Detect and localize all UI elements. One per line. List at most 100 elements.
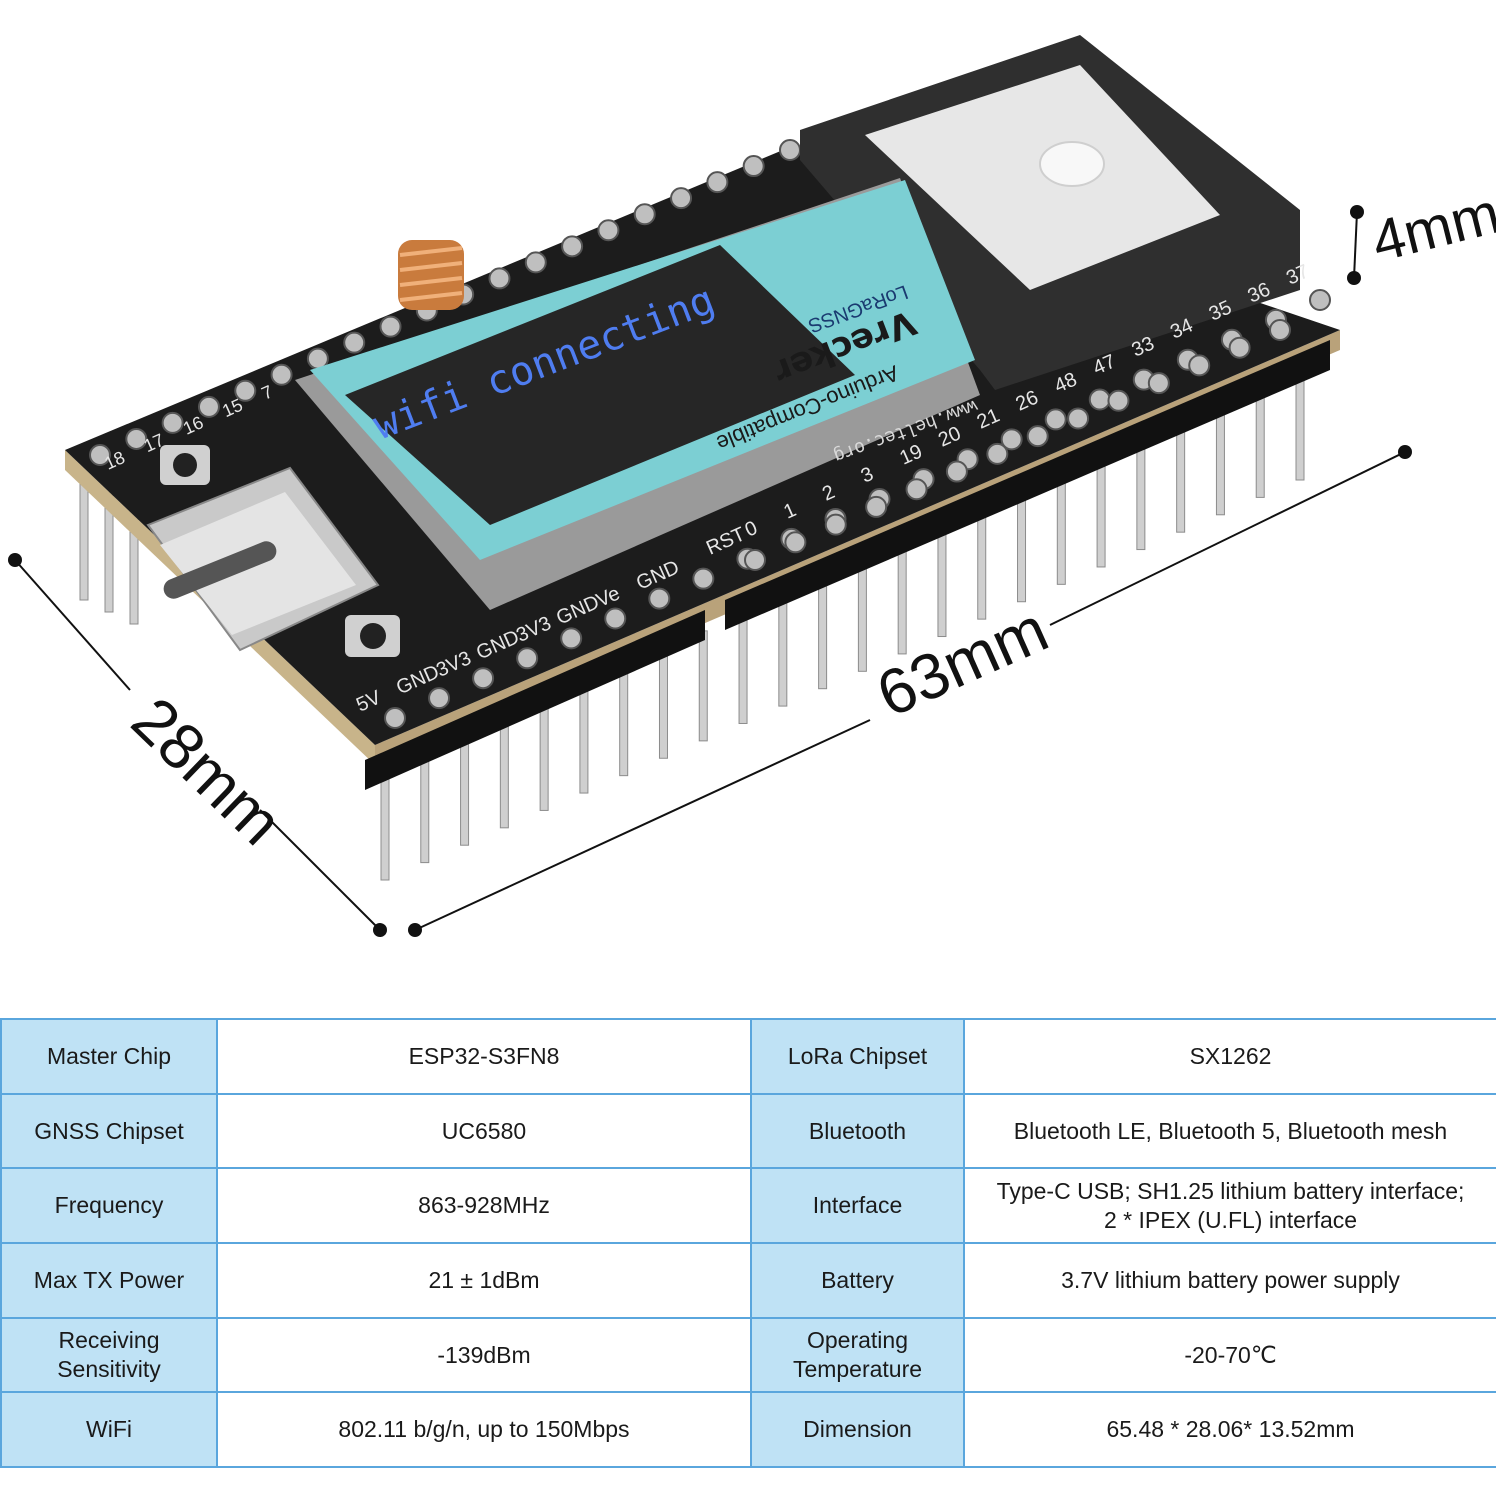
pin-pad [472,667,495,690]
pin-pad [1044,408,1067,431]
pin-pad [524,251,547,274]
spec-value: Bluetooth LE, Bluetooth 5, Bluetooth mes… [963,1092,1496,1170]
pin-pad [560,627,583,650]
spec-value: SX1262 [963,1018,1496,1095]
user-button [345,615,400,657]
header-pin [897,543,907,655]
header-pin [1176,421,1186,533]
pin-pad [197,395,220,418]
spec-value: 3.7V lithium battery power supply [963,1241,1496,1319]
spec-value: ESP32-S3FN8 [216,1018,752,1095]
pin-pad [1188,354,1211,377]
usb-c-port [146,466,380,652]
pin-pad [1000,428,1023,451]
spec-label: GNSS Chipset [0,1092,218,1170]
dimension-width-label: 28mm [118,683,296,858]
pin-pad [945,460,968,483]
oled-screen [345,245,855,525]
pin-pad [1088,388,1111,411]
pin-pad [744,549,766,571]
oled-module: wifi connecting Vrecker LoRaGNSS Arduino… [295,178,980,610]
header-pin [778,595,788,707]
spec-label: Frequency [0,1167,218,1244]
header-pin [460,734,470,846]
spec-label: WiFi [0,1391,218,1468]
pin-pads [89,139,1331,729]
header-pin [977,508,987,620]
pin-pad [706,171,729,194]
pin-pad [516,647,539,670]
pin-pad [670,187,693,210]
pin-pad [379,315,402,338]
spec-label: Interface [750,1167,965,1244]
pin-pad [488,267,511,290]
spec-value: -139dBm [216,1316,752,1394]
dimension-height-label: 4mm [1365,180,1496,274]
pin-pad [779,139,801,161]
header-pin [857,560,867,672]
reset-button [160,445,210,485]
spec-label: Receiving Sensitivity [0,1316,218,1394]
pin-pad [561,235,584,258]
header-pin [1096,456,1106,568]
header-pin [818,578,828,690]
spec-value: Type-C USB; SH1.25 lithium battery inter… [963,1167,1496,1244]
pin-pad [986,442,1009,465]
header-pin [1136,439,1146,551]
pin-pad [604,607,627,630]
header-pin [1056,473,1066,585]
pin-pad [1147,372,1170,395]
pin-pad [1107,389,1130,412]
pin-header-block-front [365,610,705,790]
pin-pad [384,707,406,729]
pin-pad [234,379,257,402]
pin-pad [824,513,847,536]
pin-pad [125,427,148,450]
pin-pad [742,155,765,178]
spec-value: UC6580 [216,1092,752,1170]
pin-pad [692,567,715,590]
header-pin [380,769,390,881]
header-pin [1255,386,1265,498]
header-pin [1295,369,1305,481]
header-pin [79,479,89,601]
pin-pad [633,203,656,226]
spec-label: LoRa Chipset [750,1018,965,1095]
pin-pad [1269,319,1291,341]
spec-label: Bluetooth [750,1092,965,1170]
header-pin [619,665,629,777]
pin-pad [270,363,293,386]
pin-pad [343,331,366,354]
pin-pad [597,219,620,242]
pin-pad [1026,425,1049,448]
spec-value: 863-928MHz [216,1167,752,1244]
header-pin [579,682,589,794]
pin-pad [784,531,807,554]
pin-pad [865,495,888,518]
header-pin [698,630,708,742]
dimension-length-label: 63mm [866,593,1058,731]
dimension-height: 4mm [1347,180,1496,285]
header-pin [658,647,668,759]
pin-header-block-front-right [725,340,1330,630]
header-pin [1017,491,1027,603]
board-illustration: wifi connecting Vrecker LoRaGNSS Arduino… [8,35,1496,937]
pin-pad [89,444,111,466]
spec-value: 65.48 * 28.06* 13.52mm [963,1391,1496,1468]
header-pin [499,717,509,829]
pin-pad [1228,336,1251,359]
header-pin [738,612,748,724]
pin-pad [1067,407,1090,430]
spec-label: Master Chip [0,1018,218,1095]
spec-label: Operating Temperature [750,1316,965,1394]
pin-pad [1309,289,1331,311]
header-pin [937,526,947,638]
pin-pad [161,411,184,434]
pin-pad [648,587,671,610]
